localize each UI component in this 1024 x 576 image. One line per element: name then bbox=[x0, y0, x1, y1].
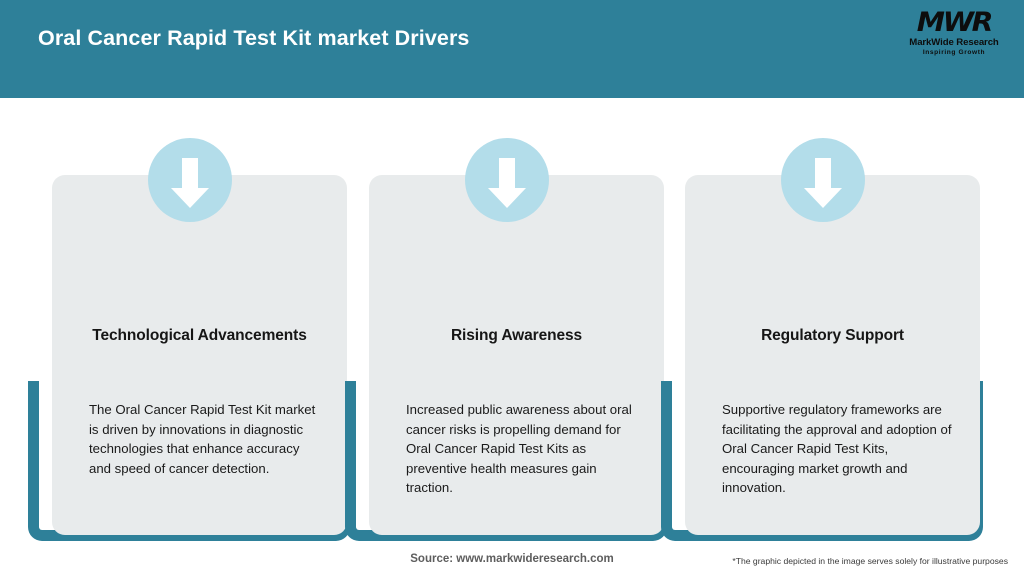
driver-card-3: Regulatory Support Supportive regulatory… bbox=[661, 98, 983, 546]
card-description: The Oral Cancer Rapid Test Kit market is… bbox=[89, 402, 316, 476]
driver-card-2: Rising Awareness Increased public awaren… bbox=[345, 98, 667, 546]
card-title: Rising Awareness bbox=[450, 327, 583, 344]
card-panel: Regulatory Support Supportive regulatory… bbox=[685, 175, 980, 535]
logo-tagline: Inspiring Growth bbox=[922, 49, 986, 56]
card-panel: Rising Awareness Increased public awaren… bbox=[369, 175, 664, 535]
card-title: Regulatory Support bbox=[761, 327, 904, 344]
page-header: Oral Cancer Rapid Test Kit market Driver… bbox=[0, 0, 1024, 98]
driver-card-1: Technological Advancements The Oral Canc… bbox=[28, 98, 350, 546]
illustrative-disclaimer: *The graphic depicted in the image serve… bbox=[732, 556, 1008, 566]
down-arrow-icon bbox=[781, 138, 865, 222]
card-description: Supportive regulatory frameworks are fac… bbox=[722, 402, 952, 495]
down-arrow-icon bbox=[465, 138, 549, 222]
logo-company-name: MarkWide Research bbox=[909, 37, 999, 48]
card-panel: Technological Advancements The Oral Canc… bbox=[52, 175, 347, 535]
source-attribution: Source: www.markwideresearch.com bbox=[410, 553, 614, 565]
brand-logo: MWR MarkWide Research Inspiring Growth bbox=[902, 8, 1006, 64]
card-description: Increased public awareness about oral ca… bbox=[406, 402, 632, 495]
drivers-card-row: Technological Advancements The Oral Canc… bbox=[0, 98, 1024, 546]
page-title: Oral Cancer Rapid Test Kit market Driver… bbox=[38, 26, 470, 50]
card-title: Technological Advancements bbox=[92, 327, 307, 344]
down-arrow-icon bbox=[148, 138, 232, 222]
logo-monogram: MWR bbox=[916, 7, 994, 38]
